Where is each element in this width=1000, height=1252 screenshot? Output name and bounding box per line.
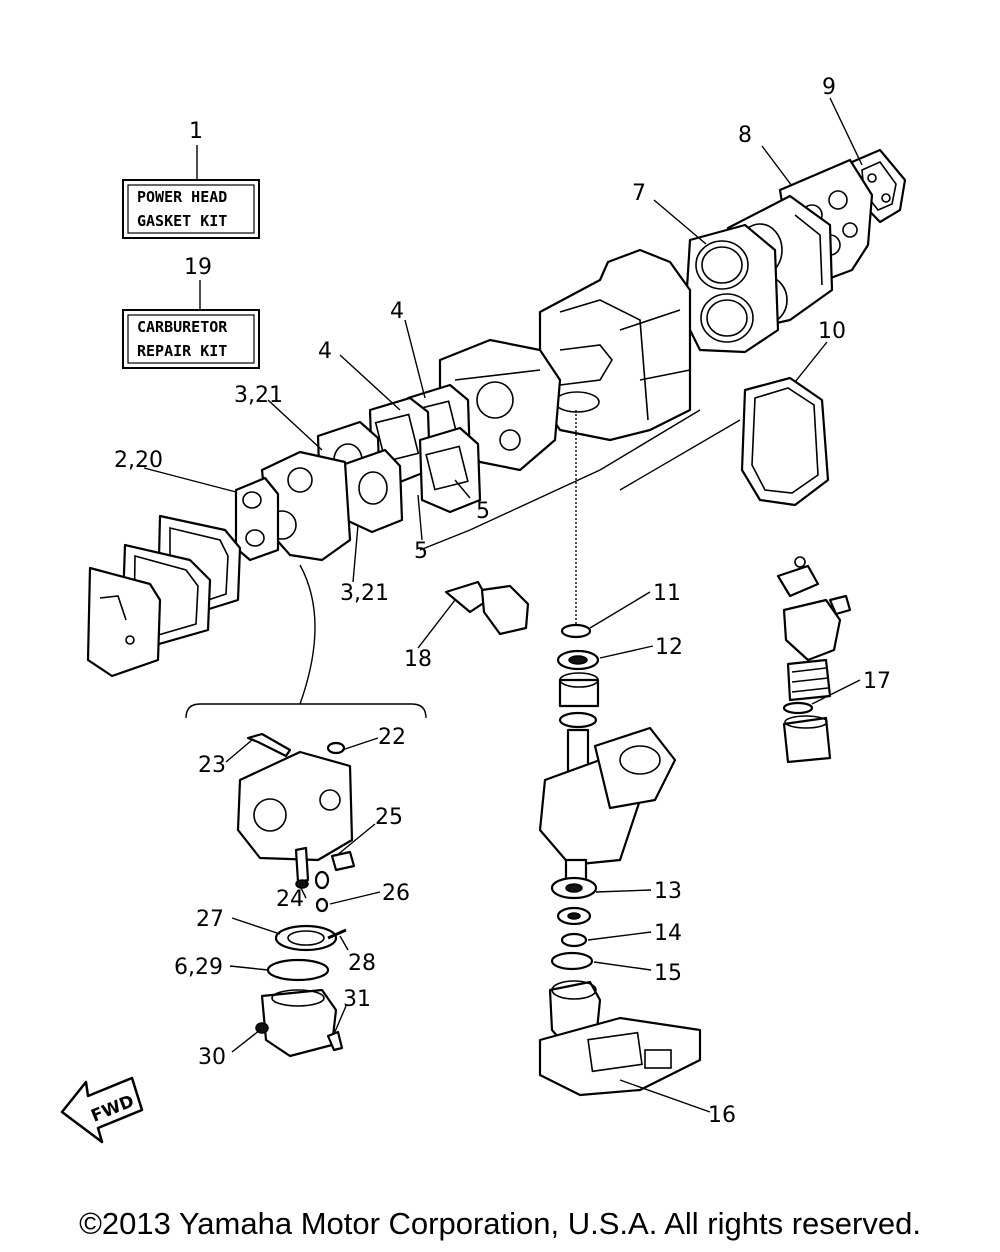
forward-direction-arrow: FWD bbox=[60, 1076, 144, 1144]
part-27-float bbox=[274, 924, 338, 952]
callout-24: 24 bbox=[276, 887, 304, 912]
callout-30: 30 bbox=[198, 1045, 226, 1070]
callout-28: 28 bbox=[348, 951, 376, 976]
bearing-ring bbox=[558, 711, 598, 729]
callout-5-lower: 5 bbox=[414, 539, 428, 564]
callout-10: 10 bbox=[818, 319, 846, 344]
callout-22: 22 bbox=[378, 725, 406, 750]
part-26-jet bbox=[314, 870, 330, 913]
callout-19: 19 bbox=[184, 255, 212, 280]
part-24-needle-valve bbox=[294, 846, 310, 889]
crankcase-block bbox=[538, 248, 692, 442]
callout-26: 26 bbox=[382, 881, 410, 906]
part-12-oil-seal bbox=[556, 649, 600, 671]
part-13-oil-seal bbox=[556, 906, 592, 926]
callout-17: 17 bbox=[863, 669, 891, 694]
callout-31: 31 bbox=[343, 987, 371, 1012]
callout-27: 27 bbox=[196, 907, 224, 932]
callout-18: 18 bbox=[404, 647, 432, 672]
intake-silencer-cover bbox=[86, 566, 162, 678]
part-2-20-gasket bbox=[234, 476, 280, 562]
copyright-notice: ©2013 Yamaha Motor Corporation, U.S.A. A… bbox=[79, 1206, 921, 1241]
callout-25: 25 bbox=[375, 805, 403, 830]
callout-3-21-top: 3,21 bbox=[234, 383, 283, 408]
part-7-cylinder-gasket bbox=[683, 223, 780, 354]
part-31-screw bbox=[326, 1030, 344, 1052]
part-5-reed-valve bbox=[418, 426, 482, 514]
upper-bearing bbox=[558, 672, 600, 708]
power-head-kit-line2: GASKET KIT bbox=[137, 212, 227, 230]
callout-1: 1 bbox=[189, 119, 203, 144]
crankshaft bbox=[538, 726, 677, 882]
callout-2-20: 2,20 bbox=[114, 448, 163, 473]
power-head-kit-line1: POWER HEAD bbox=[137, 188, 227, 206]
callout-23: 23 bbox=[198, 753, 226, 778]
part-15-o-ring bbox=[550, 951, 594, 971]
part-10-side-gasket bbox=[740, 376, 830, 507]
carburetor-kit-line2: REPAIR KIT bbox=[137, 342, 227, 360]
callout-15: 15 bbox=[654, 961, 682, 986]
part-13-lower-bearing bbox=[550, 876, 598, 900]
fuel-filter-element bbox=[782, 715, 832, 764]
fuel-pump-assembly bbox=[776, 556, 852, 702]
callout-6-29: 6,29 bbox=[174, 955, 223, 980]
leader-lines bbox=[143, 97, 863, 1113]
carburetor-detail-body bbox=[236, 750, 354, 862]
part-16-base-gasket bbox=[538, 1016, 702, 1097]
part-22-plug bbox=[326, 741, 346, 755]
power-head-gasket-kit-label: 1 POWER HEAD GASKET KIT bbox=[122, 119, 260, 239]
callout-8: 8 bbox=[738, 123, 752, 148]
callout-3-21-bottom: 3,21 bbox=[340, 581, 389, 606]
callout-5-upper: 5 bbox=[476, 499, 490, 524]
callout-13: 13 bbox=[654, 879, 682, 904]
part-3-21-gasket-lower bbox=[343, 448, 404, 534]
part-28-float-pin bbox=[327, 928, 347, 940]
callout-16: 16 bbox=[708, 1103, 736, 1128]
callout-7: 7 bbox=[632, 181, 646, 206]
part-25-clip bbox=[330, 850, 356, 872]
carburetor-kit-line1: CARBURETOR bbox=[137, 318, 228, 336]
float-chamber bbox=[260, 988, 338, 1058]
callout-9: 9 bbox=[822, 75, 836, 100]
fuel-filter-cup bbox=[480, 584, 530, 636]
carburetor-repair-kit-label: 19 CARBURETOR REPAIR KIT bbox=[122, 255, 260, 369]
part-23-screw bbox=[246, 732, 292, 758]
callout-4-left: 4 bbox=[318, 339, 332, 364]
callout-14: 14 bbox=[654, 921, 682, 946]
part-14-oil-seal bbox=[560, 932, 588, 948]
part-17-o-ring bbox=[782, 701, 814, 715]
callout-4-right: 4 bbox=[390, 299, 404, 324]
part-11-o-ring bbox=[560, 623, 592, 639]
callout-11: 11 bbox=[653, 581, 681, 606]
part-6-29-gasket bbox=[266, 958, 330, 982]
callout-12: 12 bbox=[655, 635, 683, 660]
